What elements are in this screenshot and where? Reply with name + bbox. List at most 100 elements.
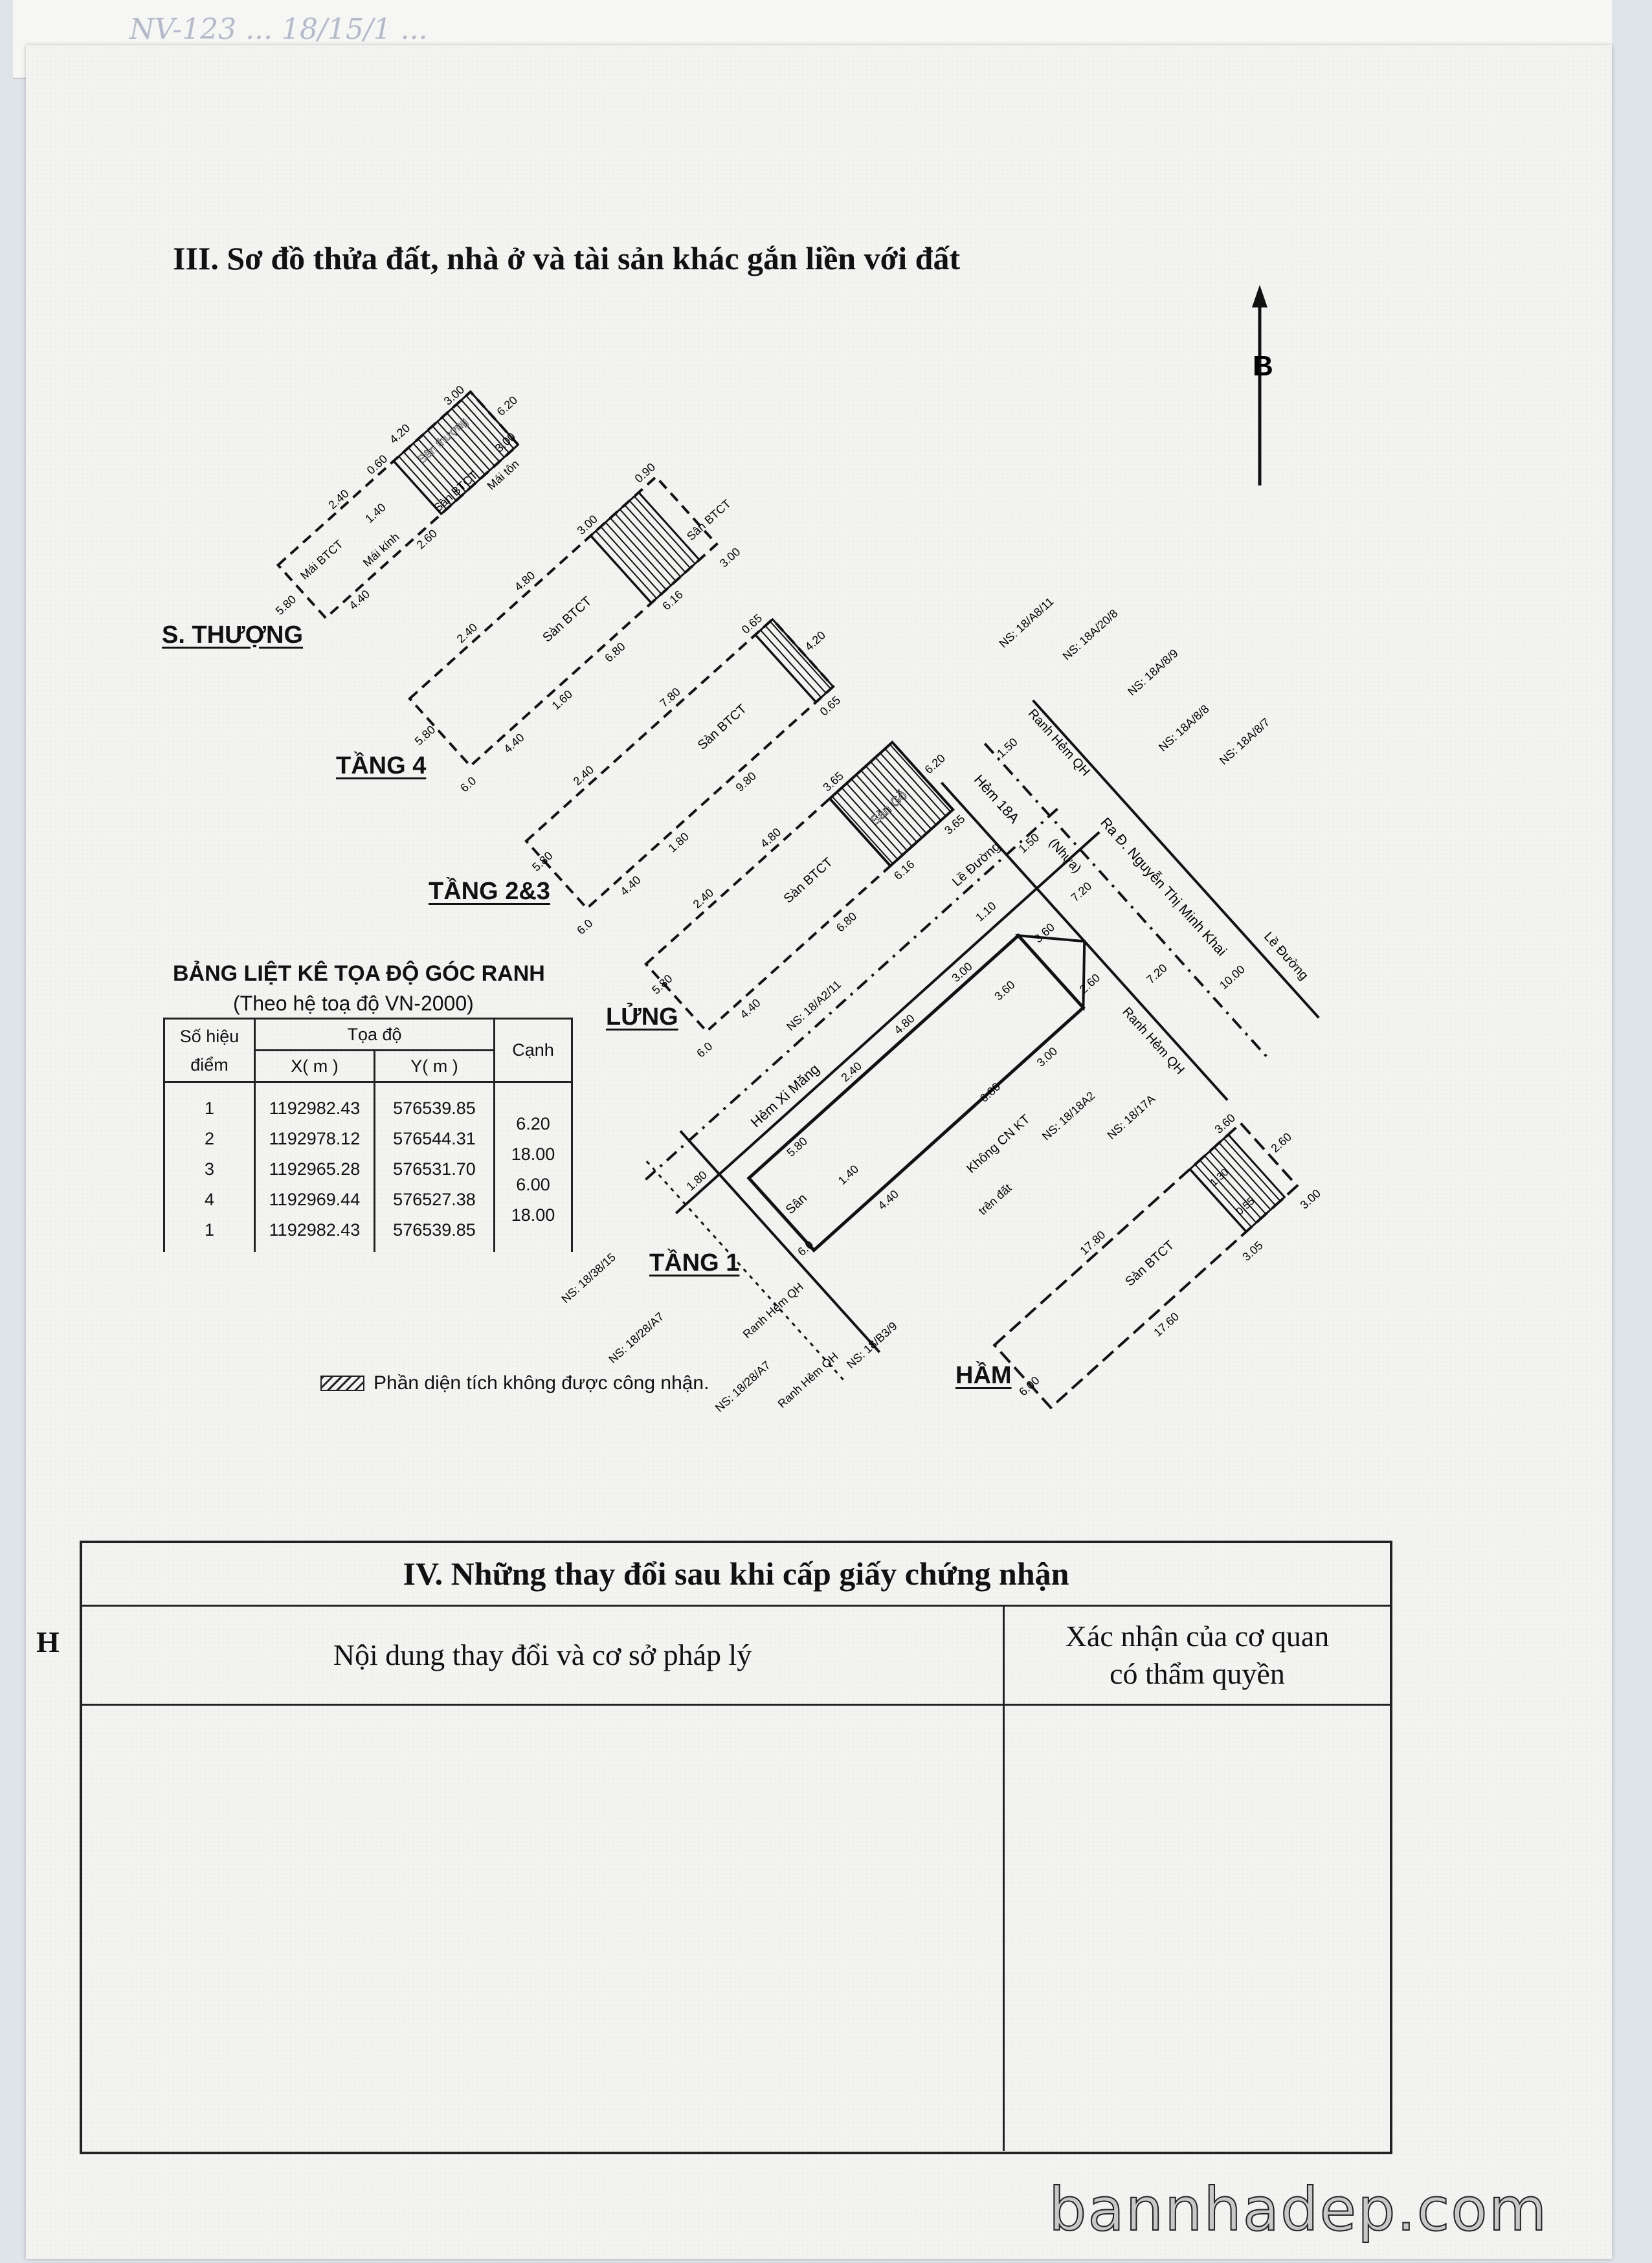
diagram-label: 2.60 — [1269, 1130, 1294, 1155]
diagram-label: 4.40 — [347, 587, 372, 612]
diagram-label: 3.60 — [1212, 1111, 1238, 1136]
diagram-label: (Nhựa) — [1046, 836, 1084, 876]
section3-title: III. Sơ đồ thửa đất, nhà ở và tài sản kh… — [173, 240, 961, 276]
table-cell-value: 1 — [204, 1098, 215, 1118]
diagram-label: NS: 18A/20/8 — [1060, 607, 1121, 663]
handwritten-note: NV-123 ... 18/15/1 ... — [129, 13, 428, 46]
table-cell-value: 2 — [204, 1129, 215, 1148]
diagram-label: 4.20 — [803, 629, 828, 653]
diagram-label: Lề Đường — [1261, 930, 1311, 983]
changes-column: Nội dung thay đổi và cơ sở pháp lý — [82, 1607, 1005, 2151]
diagram-label: 2.40 — [326, 487, 351, 511]
diagram-label: 7.80 — [657, 685, 682, 709]
diagram-label: 4.40 — [618, 873, 643, 898]
table-cell-value: 3 — [204, 1159, 215, 1179]
diagram-label: 3.60 — [1032, 920, 1057, 945]
diagram-label: 2.40 — [454, 621, 480, 645]
diagram-label: Sàn BTCT — [1122, 1238, 1177, 1289]
coord-table-subtitle: (Theo hệ toạ độ VN-2000) — [233, 992, 474, 1015]
margin-letter: H — [36, 1625, 60, 1658]
diagram-label: NS: 18/38/15 — [559, 1251, 618, 1306]
diagram-label: NS: 18/28/A7 — [606, 1310, 666, 1366]
table-cell-value: 1 — [204, 1220, 215, 1240]
diagram-label: NS: 18/B3/9 — [844, 1319, 900, 1371]
diagram-label: Ranh Hẻm QH — [741, 1280, 806, 1341]
table-cell-value: 18.00 — [511, 1205, 555, 1225]
diagram-label: 1.40 — [363, 501, 388, 526]
table-cell-value: 1192965.28 — [269, 1159, 361, 1179]
diagram-label: 5.80 — [530, 849, 555, 874]
diagram-label: 1.40 — [836, 1163, 861, 1187]
diagram-label: 3.05 — [1240, 1239, 1265, 1264]
diagram-label: 6.20 — [495, 394, 520, 418]
diagram-label: Ranh Hẻm QH — [1120, 1005, 1187, 1077]
diagram-label: 0.60 — [364, 452, 390, 477]
diagram-label: 6.20 — [922, 752, 948, 776]
diagram-label: 6.00 — [1016, 1374, 1042, 1398]
header-x: X( m ) — [254, 1049, 375, 1083]
diagram-label: 9.80 — [733, 769, 759, 794]
diagram-label: 3.00 — [1298, 1187, 1323, 1211]
diagram-label: NS: 18A/8/8 — [1156, 702, 1212, 754]
label-san-thuong: S. THƯỢNG — [162, 621, 304, 649]
diagram-label: 6.80 — [602, 640, 627, 665]
diagram-label: 7.20 — [1144, 961, 1169, 986]
diagram-label: Hẻm 18A — [971, 772, 1023, 827]
diagram-label: Sàn BTCT — [781, 855, 836, 906]
hatched-area — [392, 390, 520, 516]
plan-san-thuong: Sân thượng Sàn BTCT Mái tôn Mái BTCT Mái… — [273, 383, 522, 620]
diagram-label: NS: 18/A8/11 — [997, 595, 1056, 651]
diagram-label: 17.80 — [1078, 1228, 1108, 1257]
table-cell-value: 1192978.12 — [269, 1129, 361, 1148]
diagram-label: 3.00 — [717, 545, 742, 570]
diagram-label: 4.80 — [758, 825, 783, 850]
label-tang-2-3: TẦNG 2&3 — [429, 878, 550, 905]
diagram-label: 1.80 — [684, 1168, 709, 1193]
diagram-label: 4.40 — [737, 996, 763, 1021]
section4-title: IV. Những thay đổi sau khi cấp giấy chứn… — [82, 1543, 1390, 1607]
table-cell-value: 576527.38 — [393, 1190, 476, 1209]
north-label: B — [1253, 350, 1273, 382]
diagram-label: 5.80 — [412, 723, 438, 748]
col-points: 1 2 3 4 1 — [163, 1082, 256, 1252]
table-cell-value: 576539.85 — [393, 1098, 476, 1118]
table-cell-value: 18.00 — [511, 1144, 555, 1164]
certificate-page: III. Sơ đồ thửa đất, nhà ở và tài sản kh… — [26, 45, 1612, 2259]
diagram-label: NS: 18/A2/11 — [784, 978, 843, 1034]
column-header-text: Xác nhận của cơ quan — [1065, 1620, 1330, 1653]
diagram-label: trên đất — [976, 1181, 1014, 1218]
diagram-label: 10.00 — [1217, 963, 1247, 992]
diagram-label: 2.40 — [691, 886, 716, 911]
diagram-label: 6.0 — [458, 774, 478, 795]
label-tang-1: TẦNG 1 — [649, 1249, 740, 1276]
diagram-label: 1.50 — [1016, 831, 1042, 856]
hatched-area — [589, 491, 701, 605]
diagram-label: Ra Đ. Nguyễn Thị Minh Khai — [1097, 814, 1230, 959]
diagram-label: 1.10 — [973, 899, 998, 924]
plan-ham: Sàn BTCT 17.80 17.60 6.00 3.60 2.60 3.00… — [992, 1111, 1323, 1410]
table-cell-value: 4 — [204, 1190, 215, 1209]
legend-text: Phần diện tích không được công nhận. — [374, 1372, 709, 1394]
diagram-label: 5.80 — [649, 972, 675, 997]
diagram-label: Mái BTCT — [298, 537, 346, 582]
diagram-label: Sàn BTCT — [540, 594, 594, 645]
table-cell-value: 1192969.44 — [269, 1190, 361, 1209]
watermark: bannhadep.com — [1048, 2174, 1548, 2245]
table-cell-value: 576544.31 — [393, 1129, 476, 1148]
diagram-label: Lề Đường — [950, 840, 1003, 889]
diagram-label: Mái kính — [361, 530, 402, 569]
table-cell-value: 576539.85 — [393, 1220, 476, 1240]
diagram-label: 4.80 — [512, 569, 537, 594]
plan-tang-1: Hẻm Xi Măng Sân Không CN KT trên đất Lề … — [559, 595, 1320, 1414]
table-cell-value: 1192982.43 — [269, 1098, 361, 1118]
diagram-label: NS: 18/17A — [1105, 1092, 1158, 1141]
header-edge: Cạnh — [493, 1018, 573, 1083]
diagram-label: Sàn BTCT — [695, 702, 750, 753]
diagram-label: 3.60 — [992, 978, 1017, 1003]
table-cell-value: 1192982.43 — [269, 1220, 361, 1240]
legend: Phần diện tích không được công nhận. — [320, 1372, 709, 1394]
diagram-label: 2.60 — [414, 527, 440, 552]
label-ham: HẦM — [955, 1362, 1012, 1389]
